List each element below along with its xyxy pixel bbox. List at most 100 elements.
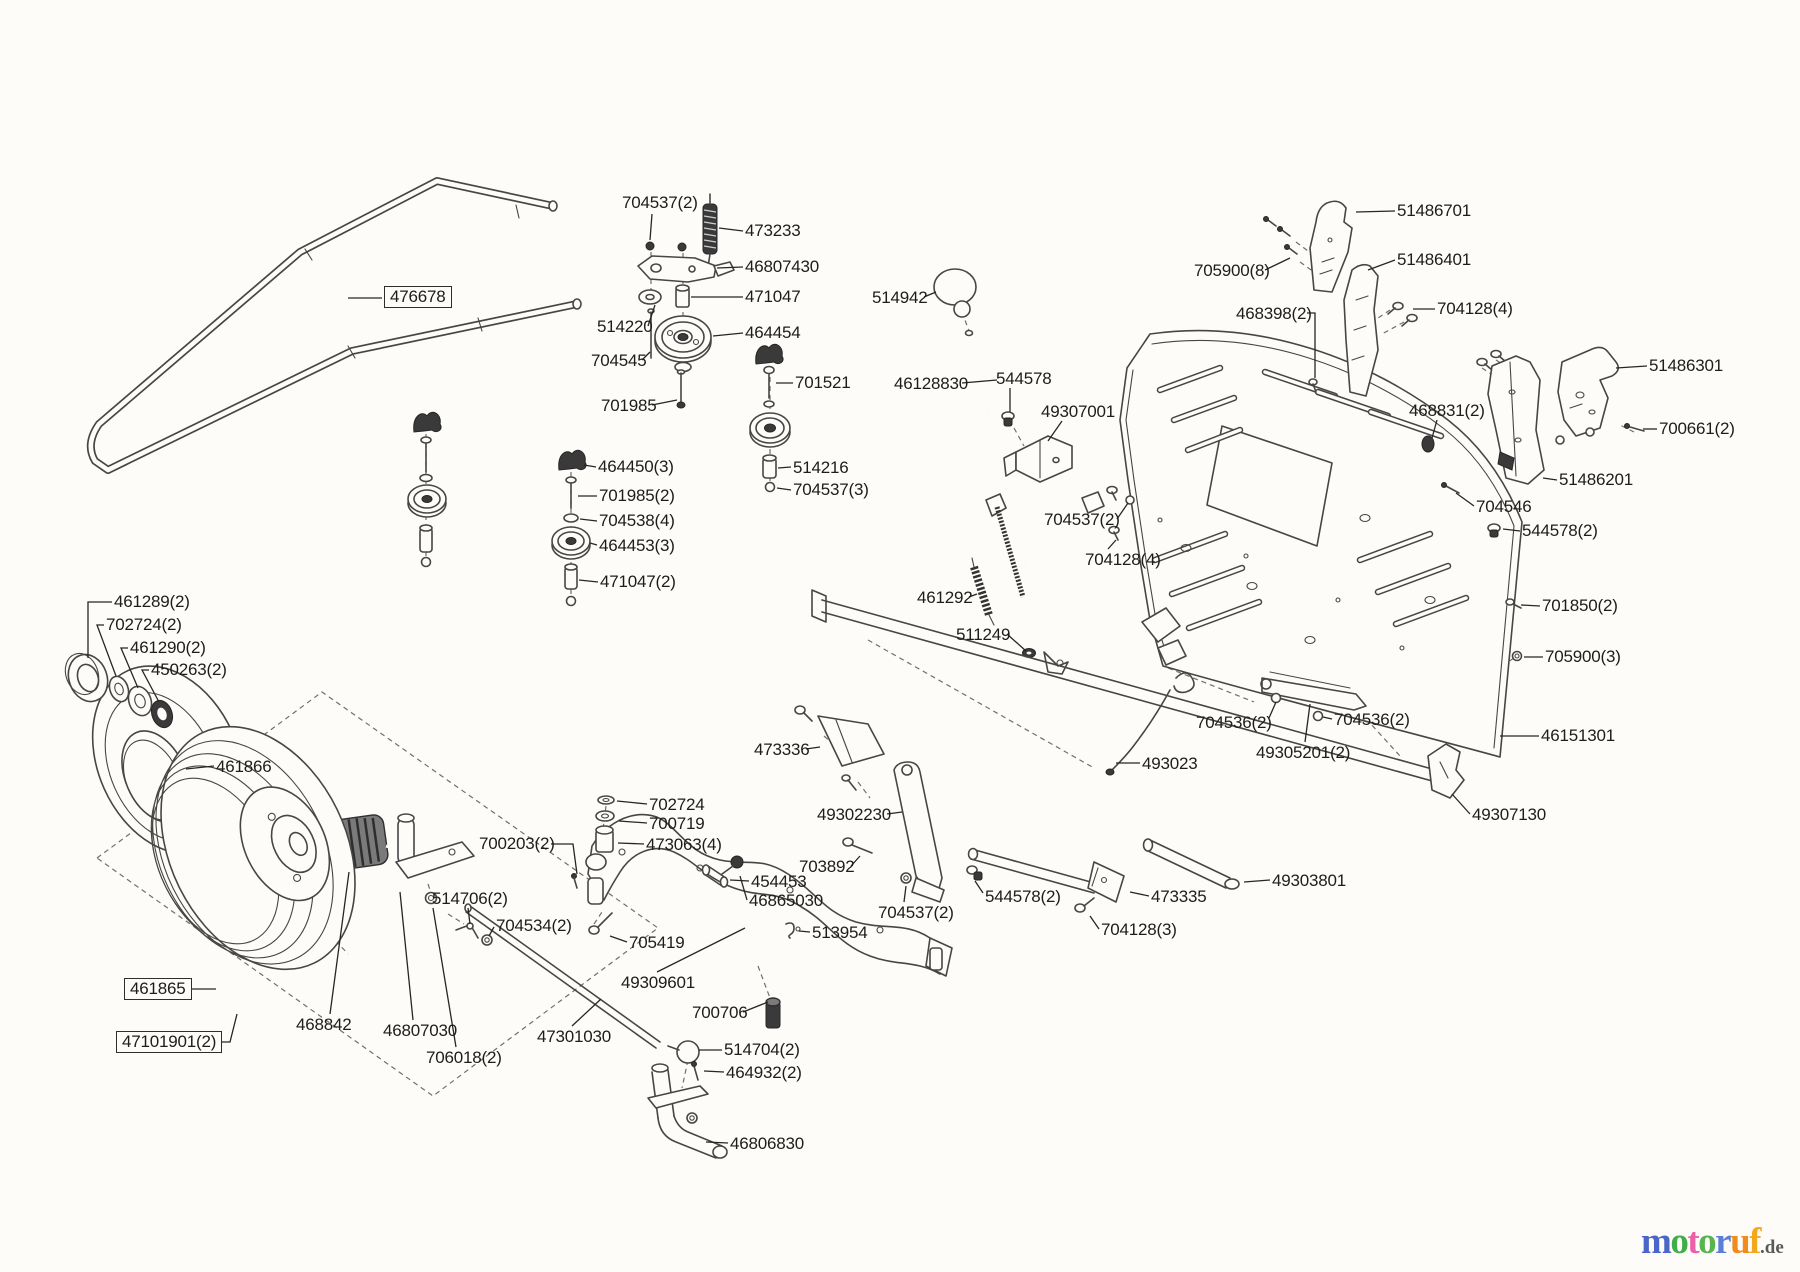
part-label: 46865030	[749, 891, 824, 910]
part-label: 49303801	[1272, 871, 1347, 890]
part-label: 514220	[597, 317, 653, 336]
part-label: 464454	[745, 323, 801, 342]
part-label: 706018(2)	[426, 1048, 502, 1067]
logo-letter: f	[1749, 1221, 1761, 1262]
logo-domain-suffix: .de	[1760, 1237, 1784, 1258]
wheel-bearings	[64, 652, 174, 729]
part-label: 701985	[601, 396, 657, 415]
part-label: 704128(3)	[1101, 920, 1177, 939]
part-label: 47301030	[537, 1027, 612, 1046]
part-label: 704534(2)	[496, 916, 572, 935]
part-label: 704545	[591, 351, 647, 370]
part-label: 701985(2)	[599, 486, 675, 505]
part-label: 464450(3)	[598, 457, 674, 476]
part-label: 705900(8)	[1194, 261, 1270, 280]
part-label: 46807030	[383, 1021, 458, 1040]
lower-rails	[811, 589, 1465, 799]
part-label: 468842	[296, 1015, 352, 1034]
gear-lever	[933, 268, 1105, 675]
part-label: 514704(2)	[724, 1040, 800, 1059]
wheels	[64, 652, 356, 971]
part-label: 704537(2)	[1044, 510, 1120, 529]
logo-letter: o	[1698, 1221, 1717, 1262]
mount-bracket-49307001	[1001, 411, 1073, 483]
part-label: 461866	[216, 757, 272, 776]
vent-slots	[1151, 364, 1470, 632]
part-label: 704536(2)	[1196, 713, 1272, 732]
part-label: 46151301	[1541, 726, 1616, 745]
idler-pulley-columns	[407, 343, 791, 607]
logo-letter: u	[1730, 1221, 1751, 1262]
part-label: 473335	[1151, 887, 1207, 906]
part-label: 704537(3)	[793, 480, 869, 499]
part-label: 701850(2)	[1542, 596, 1618, 615]
part-label: 544578	[996, 369, 1052, 388]
part-label: 704538(4)	[599, 511, 675, 530]
part-label: 544578(2)	[1522, 521, 1598, 540]
part-label: 704537(2)	[622, 193, 698, 212]
part-label: 473233	[745, 221, 801, 240]
pins-705900	[1263, 216, 1298, 255]
part-label: 51486201	[1559, 470, 1634, 489]
part-label: 704128(4)	[1437, 299, 1513, 318]
part-label: 702724(2)	[106, 615, 182, 634]
part-label: 700203(2)	[479, 834, 555, 853]
part-label: 51486301	[1649, 356, 1724, 375]
part-label: 468398(2)	[1236, 304, 1312, 323]
part-label: 461289(2)	[114, 592, 190, 611]
part-label: 700661(2)	[1659, 419, 1735, 438]
part-label: 514942	[872, 288, 928, 307]
logo-letter: m	[1641, 1221, 1672, 1262]
part-label: 461292	[917, 588, 973, 607]
part-label: 49302230	[817, 805, 892, 824]
part-label: 464932(2)	[726, 1063, 802, 1082]
part-label: 700719	[649, 814, 705, 833]
tie-rod-and-caster	[455, 903, 728, 1159]
part-label: 702724	[649, 795, 705, 814]
right-side-brackets	[1421, 346, 1645, 662]
part-label: 46128830	[894, 374, 969, 393]
part-label: 704537(2)	[878, 903, 954, 922]
part-label: 514706(2)	[432, 889, 508, 908]
part-label: 473336	[754, 740, 810, 759]
part-label: 511249	[956, 625, 1011, 644]
part-label: 464453(3)	[599, 536, 675, 555]
part-label: 471047(2)	[600, 572, 676, 591]
part-label: 704128(4)	[1085, 550, 1161, 569]
part-label: 454453	[751, 872, 807, 891]
part-label: 701521	[795, 373, 851, 392]
part-label: 700706	[692, 1003, 748, 1022]
tension-arm-assembly	[637, 193, 735, 409]
part-label: 705900(3)	[1545, 647, 1621, 666]
part-label: 476678	[384, 286, 452, 308]
part-label: 49305201(2)	[1256, 743, 1351, 762]
tire-treaded	[150, 725, 356, 971]
logo-wordmark: motoruf	[1641, 1221, 1761, 1262]
part-label: 471047	[745, 287, 801, 306]
part-label: 493023	[1142, 754, 1198, 773]
part-label: 704536(2)	[1334, 710, 1410, 729]
part-label: 51486401	[1397, 250, 1472, 269]
part-label: 544578(2)	[985, 887, 1061, 906]
motoruf-logo[interactable]: motoruf.de	[1641, 1220, 1784, 1263]
part-label: 468831(2)	[1409, 401, 1485, 420]
part-label: 513954	[812, 923, 868, 942]
part-label: 514216	[793, 458, 849, 477]
part-label: 46807430	[745, 257, 820, 276]
part-label: 461865	[124, 978, 192, 1000]
logo-letter: r	[1715, 1221, 1731, 1262]
lift-arm-and-plate	[794, 705, 945, 903]
scraper-tubes	[900, 838, 1240, 913]
upper-right-brackets	[1263, 200, 1418, 397]
rear-panel	[1106, 329, 1523, 758]
part-label: 704546	[1476, 497, 1532, 516]
part-label: 703892	[799, 857, 855, 876]
part-label: 51486701	[1397, 201, 1472, 220]
logo-letter: t	[1687, 1221, 1699, 1262]
part-label: 450263(2)	[151, 660, 227, 679]
pedal-arm	[571, 795, 953, 1029]
part-label: 705419	[629, 933, 685, 952]
